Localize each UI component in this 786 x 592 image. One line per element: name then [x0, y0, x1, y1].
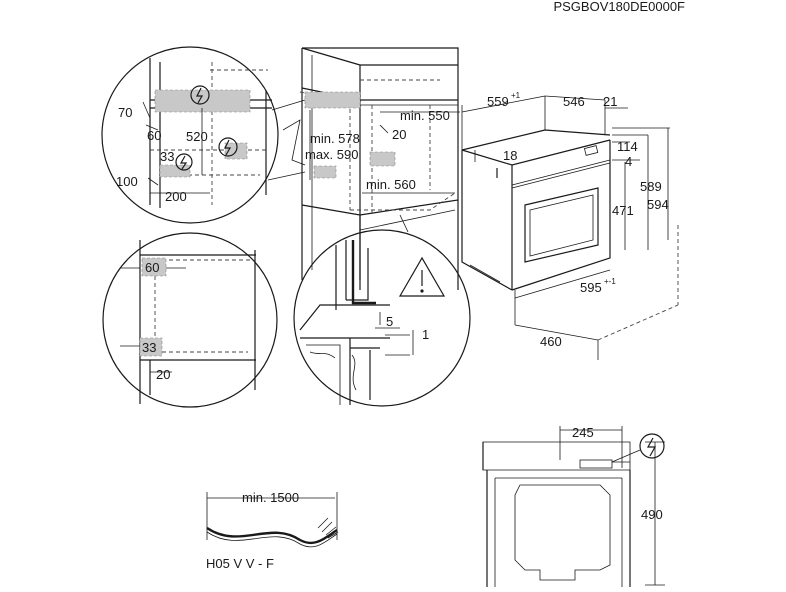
oven-drawing: 559 +1 546 21 18 114 4 589 594 471 595 +…: [461, 91, 679, 360]
dim-1: 1: [422, 327, 429, 342]
dim-520: 520: [186, 129, 208, 144]
electric-connection-icon: [218, 137, 238, 157]
dim-245: 245: [572, 425, 594, 440]
dim-460: 460: [540, 334, 562, 349]
dim-100: 100: [116, 174, 138, 189]
cabinet-detail-circle: 70 60 520 33 100 200: [101, 46, 279, 224]
dim-114: 114: [617, 139, 638, 154]
connection-zone-lower: [159, 164, 191, 178]
dim-min-578: min. 578: [310, 131, 360, 146]
dim-594: 594: [647, 197, 669, 212]
cabinet-main: min. 578 max. 590 min. 550 20 min. 560: [267, 47, 460, 290]
dim-20: 20: [156, 367, 170, 382]
dim-471: 471: [612, 203, 634, 218]
dim-559: 559: [487, 94, 509, 109]
dim-min-550: min. 550: [400, 108, 450, 123]
dim-33: 33: [160, 149, 174, 164]
dim-33: 33: [142, 340, 156, 355]
dim-200: 200: [165, 189, 187, 204]
dim-70: 70: [118, 105, 132, 120]
dim-60: 60: [147, 128, 161, 143]
dim-18: 18: [503, 148, 517, 163]
dim-546: 546: [563, 94, 585, 109]
floor-zone-bottom: [139, 337, 163, 357]
warning-detail-circle: 5 1: [293, 214, 471, 407]
model-code: PSGBOV180DE0000F: [553, 0, 685, 14]
electric-connection-icon: [639, 433, 665, 459]
connection-zone-upper: [154, 89, 251, 113]
electric-connection-icon: [190, 85, 210, 105]
dim-589: 589: [640, 179, 662, 194]
warning-triangle-icon: [398, 256, 446, 297]
dim-5: 5: [386, 314, 393, 329]
dim-min-560: min. 560: [366, 177, 416, 192]
dim-490: 490: [641, 507, 663, 522]
dim-20: 20: [392, 127, 406, 142]
floor-zone-top: [141, 257, 167, 277]
dim-4: 4: [625, 154, 632, 169]
dim-595-tolerance: +-1: [604, 277, 616, 286]
floor-detail-circle: 60 33 20: [102, 232, 278, 408]
dim-60: 60: [145, 260, 159, 275]
dim-max-590: max. 590: [305, 147, 358, 162]
dim-595: 595: [580, 280, 602, 295]
dim-559-tolerance: +1: [511, 91, 521, 100]
electric-connection-icon: [175, 153, 193, 171]
cable-type-label: H05 V V - F: [206, 556, 274, 571]
dim-21: 21: [603, 94, 617, 109]
rear-view-drawing: 245 490: [482, 425, 665, 587]
cable-length-label: min. 1500: [242, 490, 299, 505]
cable-drawing: min. 1500 H05 V V - F: [206, 490, 339, 571]
